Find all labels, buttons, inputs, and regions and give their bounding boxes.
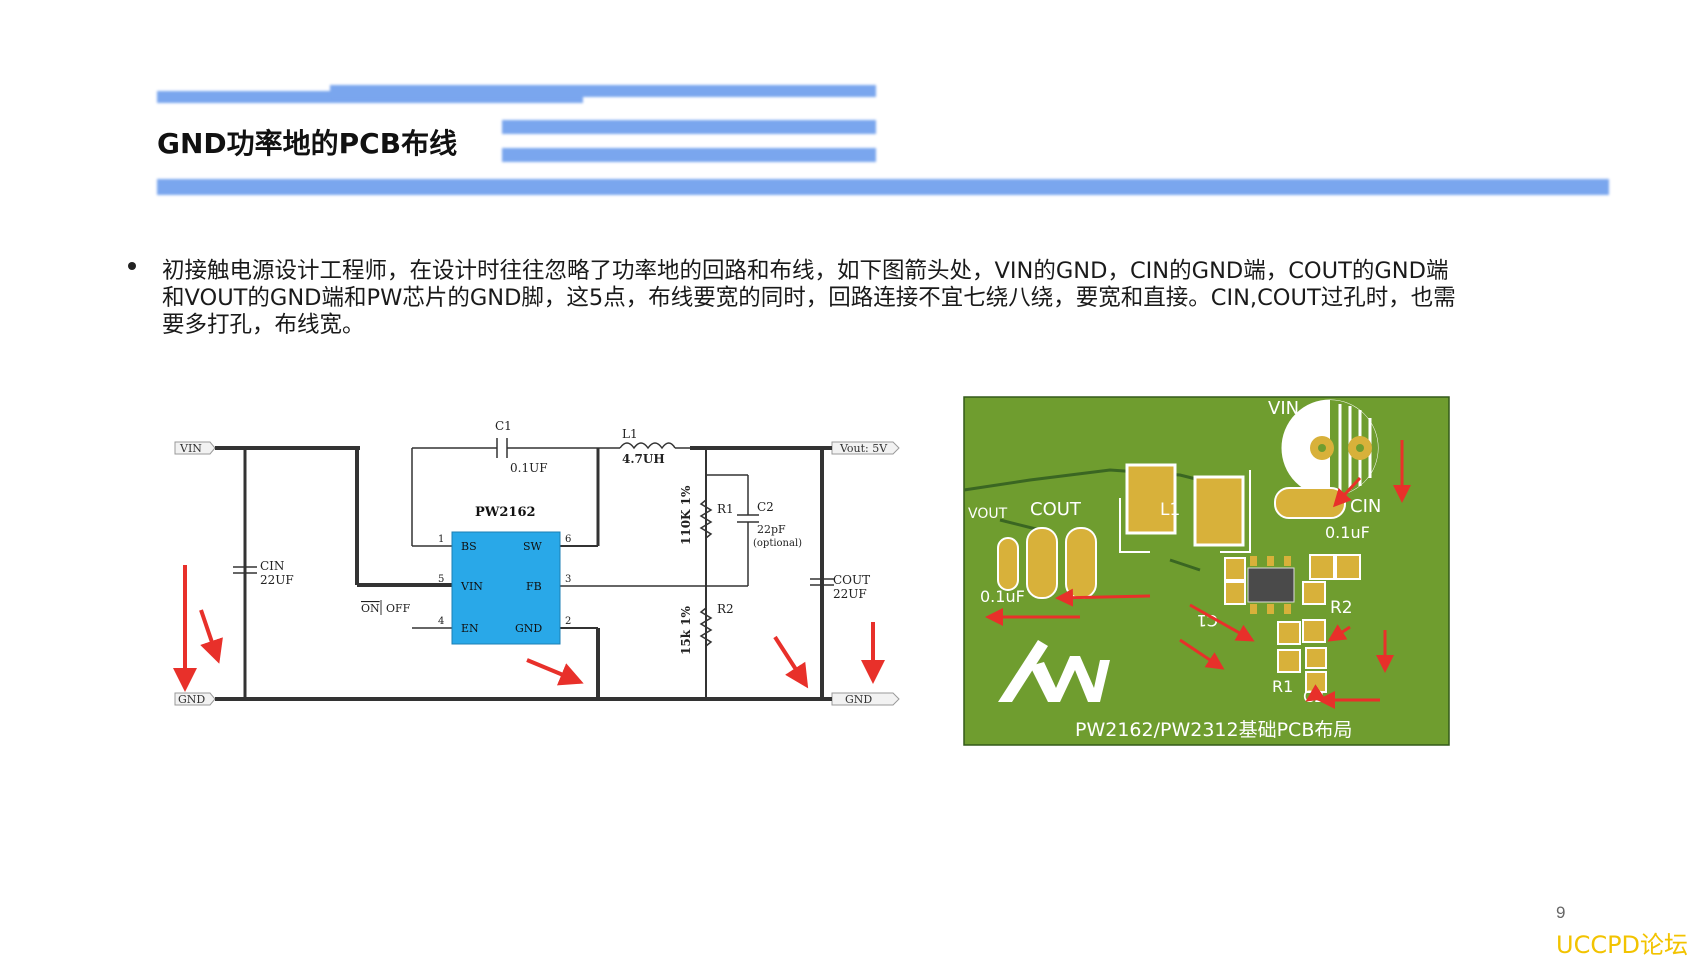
r2-resistor [699, 607, 713, 647]
l1-value: 4.7UH [622, 452, 665, 466]
pcb-r1-label: R1 [1272, 677, 1293, 696]
r1-name: R1 [717, 502, 734, 516]
cin-pads [1274, 487, 1361, 580]
pcb-c1-label: C1 [1197, 611, 1218, 630]
schematic-wires [215, 446, 832, 701]
page-number: 9 [1556, 903, 1566, 922]
arrow-icon [1332, 476, 1362, 508]
header-bar [330, 85, 876, 97]
vout-label: Vout: 5V [839, 442, 888, 455]
pin-number: 6 [565, 534, 571, 545]
ground-arrows [173, 565, 885, 692]
pin-number: 5 [438, 574, 444, 585]
pin-sw: SW [523, 540, 543, 553]
c2-note: (optional) [753, 538, 802, 549]
pcb-vin-label: VIN [1268, 398, 1299, 419]
arrow-icon [526, 658, 584, 686]
l1-name: L1 [622, 427, 638, 441]
pin-number: 2 [565, 616, 571, 627]
cout-pads [997, 527, 1097, 599]
gnd-left-port: GND [174, 692, 216, 706]
paragraph-line: 要多打孔，布线宽。 [162, 312, 365, 338]
pcb-layout: VIN VOUT COUT L1 CIN 0.1uF 0.1uF C1 R2 R… [963, 396, 1450, 746]
en-on-label: ON [361, 602, 380, 615]
r2-value: 15k 1% [679, 605, 693, 655]
vin-label: VIN [179, 442, 202, 455]
pin-bs: BS [461, 540, 477, 553]
gnd-left-label: GND [178, 693, 205, 706]
c2-value: 22pF [757, 523, 786, 536]
pin-vin: VIN [460, 580, 483, 593]
c1-value: 0.1UF [510, 461, 548, 475]
pcb-r2-label: R2 [1330, 598, 1353, 618]
pcb-l1-label: L1 [1160, 500, 1180, 520]
pcb-cap-right-label: 0.1uF [1325, 523, 1370, 542]
c2-name: C2 [757, 500, 774, 514]
pcb-cin-label: CIN [1350, 496, 1381, 517]
l1-pad [1125, 463, 1177, 535]
bullet-icon [128, 262, 136, 270]
pcb-vout-label: VOUT [968, 506, 1008, 522]
arrow-icon [1189, 603, 1255, 642]
l1-inductor [619, 442, 676, 450]
pcb-cout-label: COUT [1030, 499, 1082, 520]
gnd-right-port: GND [831, 692, 900, 706]
c1-name: C1 [495, 419, 512, 433]
r1-value: 110K 1% [679, 485, 693, 545]
cout-value: 22UF [833, 587, 867, 601]
arrow-icon [1305, 684, 1326, 702]
header-bar [502, 148, 876, 162]
cin-capacitor [233, 566, 257, 574]
gnd-right-label: GND [845, 693, 872, 706]
watermark: UCCPD论坛 [1556, 931, 1689, 959]
pin-number: 1 [438, 534, 444, 545]
arrow-icon [1327, 624, 1351, 642]
vin-capacitor-footprint [1281, 399, 1379, 497]
ic-footprint [1224, 556, 1295, 614]
arrow-icon [1179, 638, 1225, 670]
pcb-caption: PW2162/PW2312基础PCB布局 [1075, 719, 1352, 741]
c2-capacitor [737, 514, 759, 523]
en-off-label: OFF [386, 602, 411, 615]
pin-en: EN [461, 622, 479, 635]
pw-logo-icon [998, 640, 1110, 702]
pcb-cap-left-label: 0.1uF [980, 587, 1025, 606]
pw2162-chip [451, 531, 561, 645]
slide-title: GND功率地的PCB布线 [157, 127, 458, 160]
paragraph-line: 和VOUT的GND端和PW芯片的GND脚，这5点，布线要宽的同时，回路连接不宜七… [162, 285, 1456, 311]
arrow-icon [199, 609, 223, 664]
arrow-icon [773, 635, 809, 689]
header-bar [502, 120, 876, 134]
vin-port: VIN [174, 441, 216, 455]
pin-number: 4 [438, 616, 444, 627]
cout-capacitor [810, 578, 834, 586]
bullet-paragraph: 初接触电源设计工程师，在设计时往往忽略了功率地的回路和布线，如下图箭头处，VIN… [162, 258, 1562, 339]
pin-gnd: GND [515, 622, 542, 635]
cin-name: CIN [260, 559, 284, 573]
r2-name: R2 [717, 602, 734, 616]
pcb-arrows [985, 440, 1411, 709]
cin-value: 22UF [260, 573, 294, 587]
paragraph-line: 初接触电源设计工程师，在设计时往往忽略了功率地的回路和布线，如下图箭头处，VIN… [162, 258, 1449, 284]
schematic-diagram: VIN GND Vout: 5V GND [173, 419, 900, 706]
arrow-icon [1055, 588, 1151, 607]
header-divider [157, 179, 1609, 195]
r1-resistor [699, 499, 713, 539]
l1-pad [1193, 475, 1245, 547]
vout-port: Vout: 5V [831, 441, 900, 455]
cout-name: COUT [833, 573, 870, 587]
chip-name: PW2162 [475, 505, 536, 520]
c1-capacitor [496, 438, 508, 458]
pin-fb: FB [526, 580, 542, 593]
pin-number: 3 [565, 574, 571, 585]
